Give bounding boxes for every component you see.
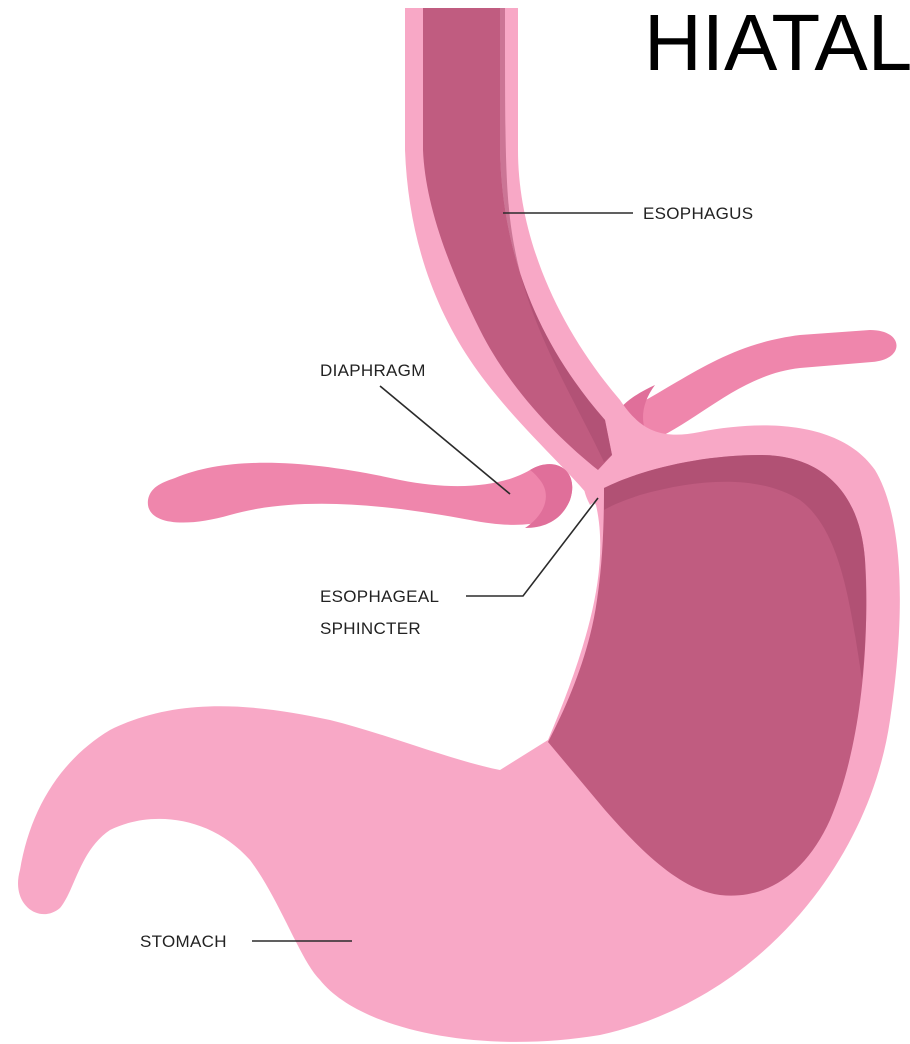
label-esophagus: ESOPHAGUS [643,204,753,223]
diagram-title: HIATAL [644,0,910,87]
label-sphincter-line2: SPHINCTER [320,619,421,638]
label-sphincter-line1: ESOPHAGEAL [320,587,439,606]
diaphragm-leader-line [380,386,510,494]
label-stomach: STOMACH [140,932,227,951]
label-diaphragm: DIAPHRAGM [320,361,426,380]
